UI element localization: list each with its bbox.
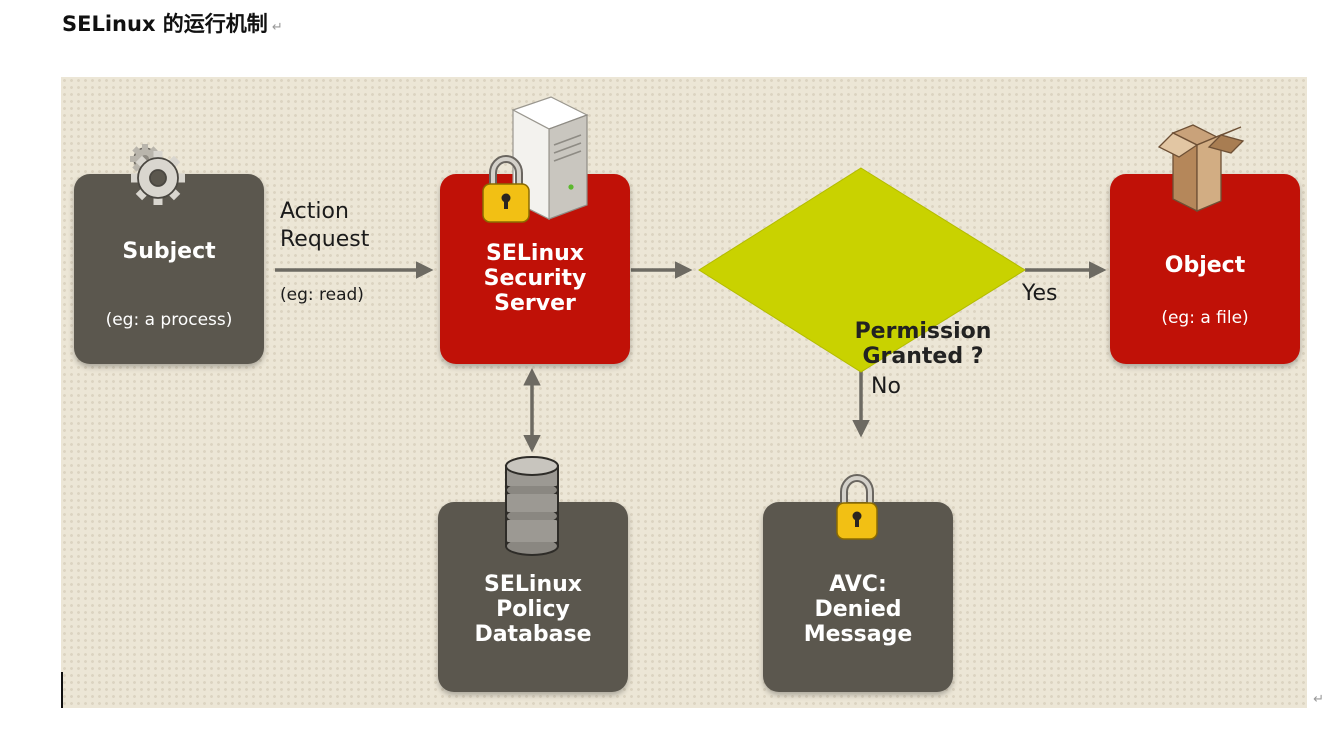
action-request-line2: Request: [280, 227, 370, 252]
subject-label: Subject: [122, 239, 216, 264]
security-server-line1: SELinux: [486, 241, 584, 266]
security-server-box: SELinux Security Server: [440, 174, 630, 364]
text-cursor: [61, 672, 63, 708]
subject-example: (eg: a process): [105, 310, 233, 330]
object-box: Object (eg: a file): [1110, 174, 1300, 364]
policy-database-line1: SELinux: [484, 572, 582, 597]
action-example: (eg: read): [280, 285, 364, 305]
paragraph-mark-end: ↵: [1313, 692, 1324, 707]
security-server-line2: Security: [483, 266, 587, 291]
diagram-connectors: [275, 167, 1107, 453]
object-example: (eg: a file): [1161, 308, 1249, 328]
subject-box: Subject (eg: a process): [74, 174, 264, 364]
avc-line3: Message: [803, 622, 913, 647]
action-request-line1: Action: [280, 199, 349, 224]
document-title: SELinux 的运行机制↵: [62, 8, 283, 38]
policy-database-box: SELinux Policy Database: [438, 502, 628, 692]
decision-text: Permission Granted ?: [761, 319, 1085, 370]
policy-database-line2: Policy: [496, 597, 570, 622]
decision-line2: Granted ?: [862, 343, 984, 369]
yes-label: Yes: [1022, 281, 1058, 306]
avc-line2: Denied: [814, 597, 902, 622]
policy-database-line3: Database: [474, 622, 592, 647]
security-server-line3: Server: [494, 291, 576, 316]
decision-line1: Permission: [854, 319, 992, 344]
paragraph-mark: ↵: [271, 20, 283, 35]
avc-line1: AVC:: [829, 572, 887, 597]
object-label: Object: [1164, 253, 1246, 278]
document-title-text: SELinux 的运行机制: [62, 12, 268, 36]
selinux-diagram: Subject (eg: a process) SELinux Security…: [61, 77, 1307, 708]
no-label: No: [871, 374, 901, 399]
decision-diamond: [698, 167, 1026, 373]
avc-denied-box: AVC: Denied Message: [763, 502, 953, 692]
